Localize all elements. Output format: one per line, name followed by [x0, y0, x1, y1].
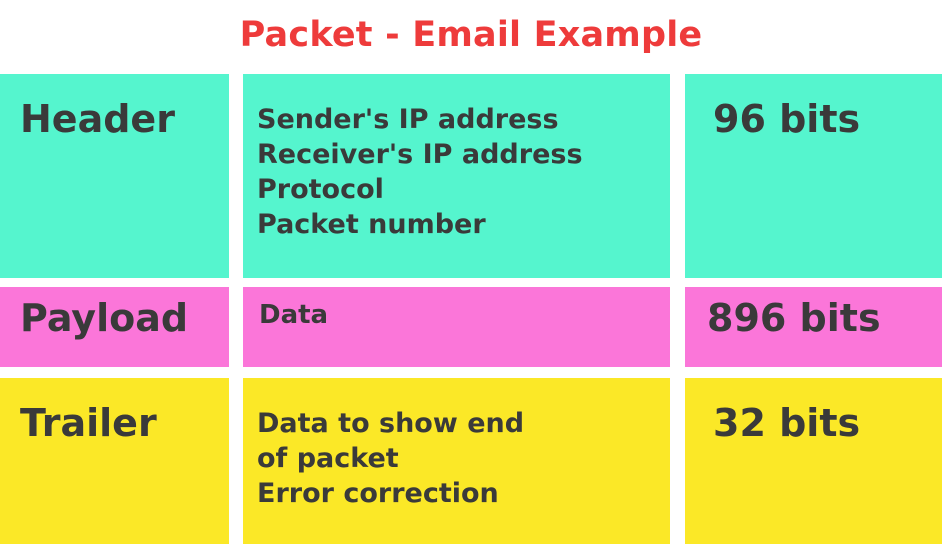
header-section-label-cell: Header	[0, 74, 229, 278]
header-section-label: Header	[20, 97, 175, 141]
payload-section-label-cell: Payload	[0, 287, 229, 367]
list-item: of packet	[257, 443, 399, 475]
table-row-trailer: Trailer Data to show end of packet Error…	[0, 378, 942, 544]
header-contents-cell: Sender's IP address Receiver's IP addres…	[243, 74, 670, 278]
table-row-payload: Payload Data 896 bits	[0, 287, 942, 367]
table-row-header: Header Sender's IP address Receiver's IP…	[0, 74, 942, 278]
header-size-cell: 96 bits	[685, 74, 942, 278]
payload-contents-cell: Data	[243, 287, 670, 367]
header-size-value: 96 bits	[713, 97, 861, 141]
list-item: Sender's IP address	[257, 104, 559, 135]
trailer-section-label: Trailer	[20, 401, 157, 445]
page-title: Packet - Email Example	[239, 15, 703, 55]
payload-contents-list: Data	[259, 299, 666, 333]
list-item: Data to show end	[257, 408, 525, 439]
trailer-contents-cell: Data to show end of packet Error correct…	[243, 378, 670, 544]
list-item: Packet number	[257, 209, 486, 241]
trailer-contents-list: Data to show end of packet Error correct…	[257, 406, 666, 511]
payload-size-cell: 896 bits	[685, 287, 942, 367]
payload-size-value: 896 bits	[707, 296, 881, 340]
list-item: Error correction	[257, 478, 499, 510]
trailer-section-label-cell: Trailer	[0, 378, 229, 544]
list-item: Receiver's IP address	[257, 139, 583, 171]
list-item: Data	[259, 300, 329, 330]
payload-section-label: Payload	[20, 296, 189, 340]
trailer-size-cell: 32 bits	[685, 378, 942, 544]
list-item: Protocol	[257, 174, 384, 206]
trailer-size-value: 32 bits	[713, 401, 861, 445]
header-contents-list: Sender's IP address Receiver's IP addres…	[257, 102, 666, 242]
packet-structure-table: Header Sender's IP address Receiver's IP…	[0, 74, 942, 544]
